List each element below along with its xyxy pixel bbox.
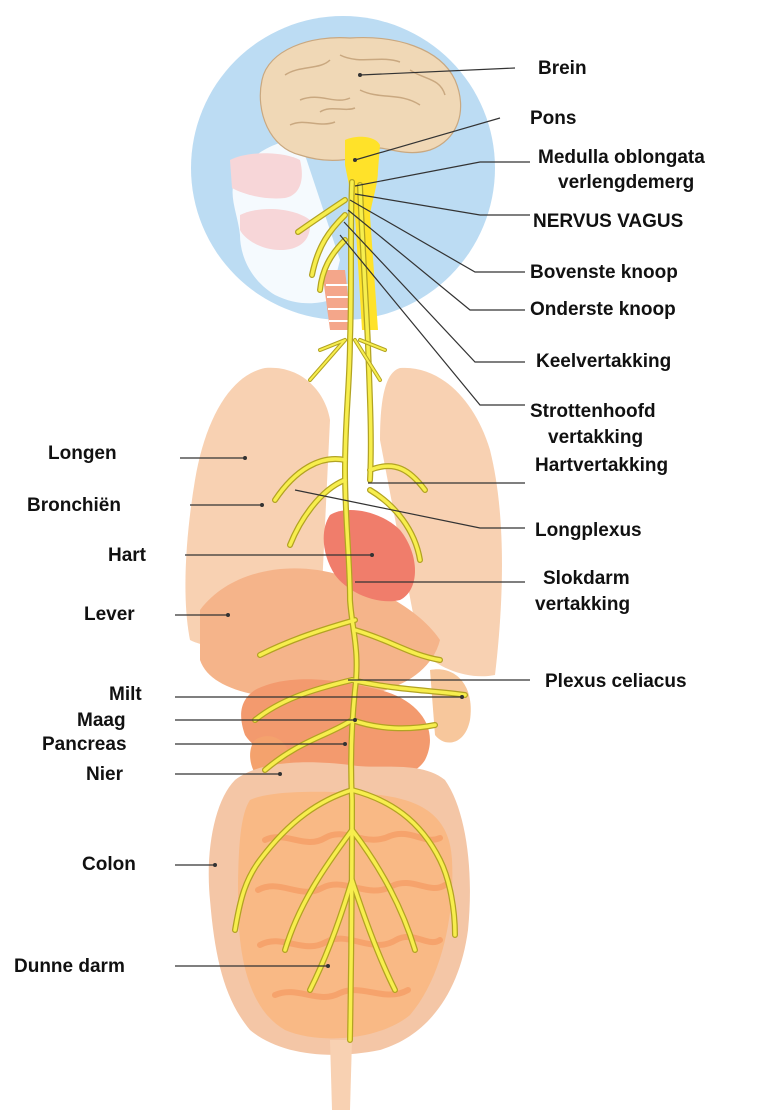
- label-longplexus: Longplexus: [535, 519, 642, 542]
- label-onderste-knoop: Onderste knoop: [530, 298, 676, 321]
- label-brein: Brein: [538, 57, 587, 80]
- head-group: [191, 16, 495, 330]
- label-nervus-vagus: NERVUS VAGUS: [533, 210, 683, 233]
- nasal-cavity: [230, 153, 302, 198]
- label-slokdarm-line1: Slokdarm: [543, 567, 630, 590]
- label-colon: Colon: [82, 853, 136, 876]
- label-milt: Milt: [109, 683, 142, 706]
- label-hart: Hart: [108, 544, 146, 567]
- label-strottenhoofd-line1: Strottenhoofd: [530, 400, 656, 423]
- label-nier: Nier: [86, 763, 123, 786]
- label-bronchien: Bronchiën: [27, 494, 121, 517]
- label-lever: Lever: [84, 603, 135, 626]
- label-pons: Pons: [530, 107, 576, 130]
- label-longen: Longen: [48, 442, 117, 465]
- label-dunne-darm: Dunne darm: [14, 955, 125, 978]
- label-hartvertakking: Hartvertakking: [535, 454, 668, 477]
- label-medulla-line1: Medulla oblongata: [538, 146, 705, 169]
- label-strottenhoofd-line2: vertakking: [548, 426, 643, 449]
- label-keelvertakking: Keelvertakking: [536, 350, 671, 373]
- label-pancreas: Pancreas: [42, 733, 127, 756]
- rectum: [330, 1040, 352, 1110]
- label-slokdarm-line2: vertakking: [535, 593, 630, 616]
- label-medulla-line2: verlengdemerg: [558, 171, 694, 194]
- label-bovenste-knoop: Bovenste knoop: [530, 261, 678, 284]
- label-maag: Maag: [77, 709, 126, 732]
- label-plexus-celiacus: Plexus celiacus: [545, 670, 687, 693]
